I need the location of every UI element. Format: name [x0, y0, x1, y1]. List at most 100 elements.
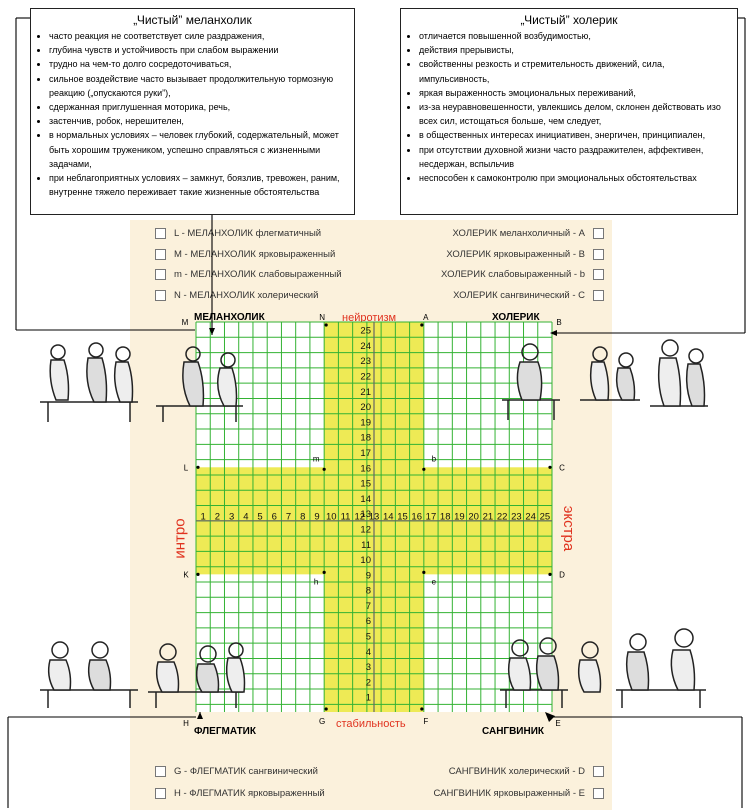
choleric-trait-item: неспособен к самоконтролю при эмоциональ…: [419, 171, 731, 185]
axis-label-neuroticism: нейротизм: [342, 312, 397, 324]
point-marker: [548, 465, 552, 469]
x-tick-label: 13: [369, 511, 380, 522]
y-tick-label: 7: [366, 601, 371, 612]
checkbox-label: САНГВИНИК ярковыраженный - E: [433, 788, 585, 799]
choleric-traits-list: отличается повышенной возбудимостью,дейс…: [407, 29, 731, 185]
checkbox[interactable]: [593, 766, 604, 777]
y-tick-label: 16: [360, 463, 371, 474]
point-marker: [196, 572, 200, 576]
checkbox[interactable]: [593, 269, 604, 280]
x-tick-label: 14: [383, 511, 394, 522]
checkbox[interactable]: [155, 289, 166, 301]
melancholic-trait-item: при неблагоприятных условиях – замкнут, …: [49, 171, 348, 199]
point-label-L: L: [184, 463, 189, 472]
checkbox[interactable]: [155, 228, 166, 239]
quadrant-label-melancholic: МЕЛАНХОЛИК: [194, 312, 265, 323]
point-label-D: D: [559, 570, 565, 579]
checkbox[interactable]: [593, 788, 604, 799]
checkbox[interactable]: [593, 228, 604, 239]
y-tick-label: 10: [360, 555, 371, 566]
checkbox[interactable]: [155, 766, 166, 777]
point-label-F: F: [423, 717, 428, 726]
y-tick-label: 17: [360, 448, 371, 459]
melancholic-traits-list: часто реакция не соответствует силе разд…: [37, 29, 348, 199]
x-tick-label: 8: [300, 511, 305, 522]
x-tick-label: 17: [426, 511, 437, 522]
quadrant-label-choleric: ХОЛЕРИК: [492, 312, 540, 323]
point-marker: [324, 707, 328, 711]
checklist-row: ХОЛЕРИК слабовыраженный - b: [433, 269, 604, 280]
melancholic-description-box: „Чистый” меланхолик часто реакция не соо…: [30, 8, 355, 215]
y-tick-label: 3: [366, 662, 371, 673]
y-tick-label: 13: [360, 509, 371, 520]
checkbox-label: САНГВИНИК холерический - D: [448, 766, 585, 777]
checkbox-label: m - МЕЛАНХОЛИК слабовыраженный: [174, 269, 342, 280]
y-tick-label: 8: [366, 586, 371, 597]
checklist-row: ХОЛЕРИК ярковыраженный - B: [438, 248, 604, 260]
melancholic-trait-item: сильное воздействие часто вызывает продо…: [49, 72, 348, 100]
x-tick-label: 15: [397, 511, 408, 522]
melancholic-trait-item: глубина чувств и устойчивость при слабом…: [49, 43, 348, 57]
x-tick-label: 22: [497, 511, 508, 522]
phlegmatic-cartoon-image: [40, 641, 246, 708]
checkbox-label: ХОЛЕРИК слабовыраженный - b: [441, 269, 585, 280]
checkbox[interactable]: [593, 289, 604, 301]
choleric-trait-item: свойственны резкость и стремительность д…: [419, 57, 731, 85]
arrow-head: [550, 330, 557, 336]
checklist-row: САНГВИНИК ярковыраженный - E: [426, 788, 604, 799]
choleric-trait-item: отличается повышенной возбудимостью,: [419, 29, 731, 43]
x-tick-label: 10: [326, 511, 337, 522]
point-label-G: G: [319, 717, 325, 726]
point-marker: [422, 467, 426, 471]
y-tick-label: 21: [360, 387, 371, 398]
checklist-row: G - ФЛЕГМАТИК сангвинический: [155, 766, 326, 777]
point-marker: [422, 570, 426, 574]
melancholic-box-title: „Чистый” меланхолик: [133, 13, 252, 27]
checklist-row: H - ФЛЕГМАТИК ярковыраженный: [155, 788, 333, 799]
point-label-E: E: [555, 719, 560, 728]
axis-label-stability: стабильность: [336, 718, 406, 730]
x-tick-label: 24: [525, 511, 536, 522]
melancholic-trait-item: застенчив, робок, нерешителен,: [49, 114, 348, 128]
checkbox[interactable]: [155, 788, 166, 799]
checklist-row: m - МЕЛАНХОЛИК слабовыраженный: [155, 269, 350, 280]
y-tick-label: 6: [366, 616, 371, 627]
checkbox-label: H - ФЛЕГМАТИК ярковыраженный: [174, 788, 325, 799]
y-tick-label: 23: [360, 356, 371, 367]
x-tick-label: 5: [257, 511, 262, 522]
x-tick-label: 9: [314, 511, 319, 522]
choleric-description-box: „Чистый” холерик отличается повышенной в…: [400, 8, 738, 215]
point-label-K: K: [183, 570, 189, 579]
arrow-head: [209, 328, 215, 335]
point-label-N: N: [319, 313, 325, 322]
point-marker: [196, 465, 200, 469]
y-tick-label: 15: [360, 479, 371, 490]
choleric-box-title: „Чистый” холерик: [520, 13, 618, 27]
point-marker: [322, 570, 326, 574]
x-tick-label: 16: [411, 511, 422, 522]
y-tick-label: 25: [360, 326, 371, 337]
checklist-row: ХОЛЕРИК меланхоличный - A: [445, 228, 604, 239]
y-tick-label: 18: [360, 433, 371, 444]
point-label-A: A: [423, 313, 429, 322]
x-tick-label: 18: [440, 511, 451, 522]
checkbox[interactable]: [155, 248, 166, 260]
y-tick-label: 2: [366, 677, 371, 688]
point-label-m: m: [313, 454, 320, 463]
choleric-trait-item: в общественных интересах инициативен, эн…: [419, 128, 731, 142]
point-marker: [324, 323, 328, 327]
y-tick-label: 5: [366, 632, 371, 643]
y-tick-label: 19: [360, 417, 371, 428]
checkbox[interactable]: [155, 269, 166, 280]
x-tick-label: 23: [511, 511, 522, 522]
y-tick-label: 11: [361, 540, 371, 551]
checkbox-label: ХОЛЕРИК меланхоличный - A: [452, 228, 585, 239]
point-label-b: b: [432, 454, 437, 463]
melancholic-trait-item: сдержанная приглушенная моторика, речь,: [49, 100, 348, 114]
point-label-h: h: [314, 577, 318, 586]
checkbox-label: ХОЛЕРИК сангвинический - C: [453, 289, 585, 301]
y-tick-label: 12: [360, 524, 371, 535]
y-tick-label: 4: [366, 647, 371, 658]
checkbox[interactable]: [593, 248, 604, 260]
